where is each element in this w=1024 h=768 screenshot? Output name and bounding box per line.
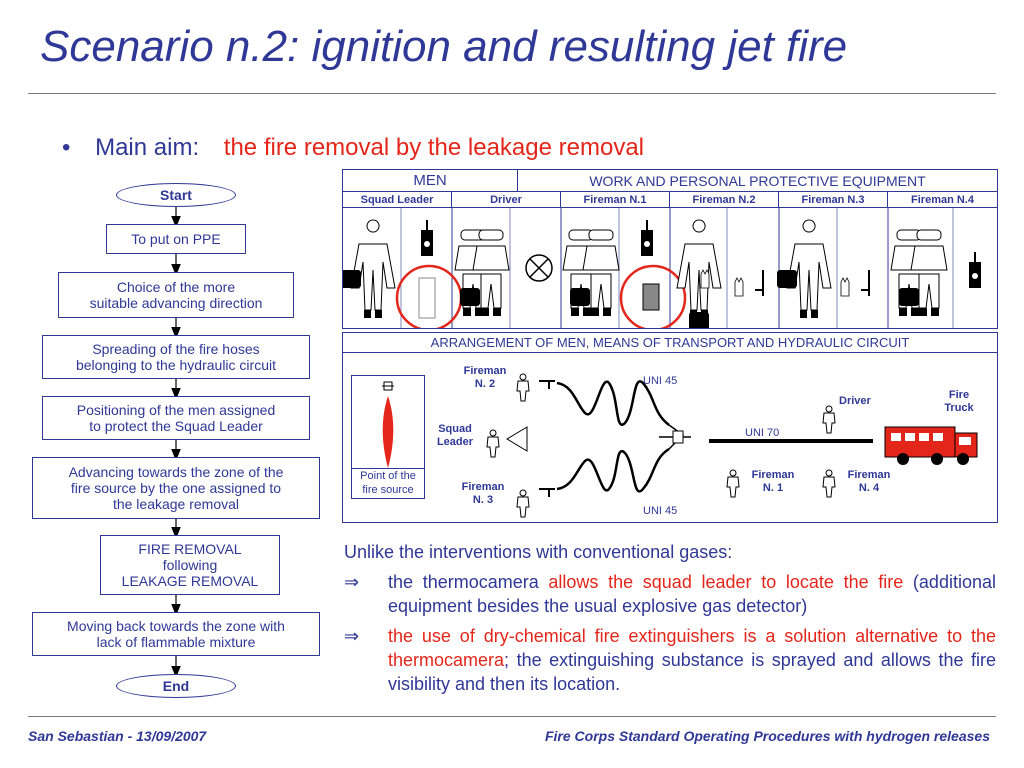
label-uni45-top: UNI 45 [643,375,678,387]
label-uni45-bottom: UNI 45 [643,505,678,517]
main-aim-text: the fire removal by the leakage removal [223,134,644,161]
arrangement-diagram: ARRANGEMENT OF MEN, MEANS OF TRANSPORT A… [342,332,998,523]
ppe-table: MEN WORK AND PERSONAL PROTECTIVE EQUIPME… [342,169,998,329]
footer-left: San Sebastian - 13/09/2007 [28,728,207,744]
implies-icon: ⇒ [344,626,360,646]
arrangement-header: ARRANGEMENT OF MEN, MEANS OF TRANSPORT A… [343,333,997,353]
notes-intro: Unlike the interventions with convention… [344,542,733,562]
note-2: ⇒ the use of dry-chemical fire extinguis… [344,626,996,694]
footer-right: Fire Corps Standard Operating Procedures… [544,728,990,744]
ppe-header-equipment: WORK AND PERSONAL PROTECTIVE EQUIPMENT [518,170,997,192]
fire-truck-icon [884,426,978,465]
footer-divider [28,716,996,717]
flowchart-arrows [171,206,181,678]
ppe-equipment-icons [343,208,981,328]
ppe-role-fireman-4: Fireman N.4 [888,192,997,208]
notes: Unlike the interventions with convention… [344,540,996,696]
bullet: • [62,134,71,161]
main-aim: • Main aim: the fire removal by the leak… [62,134,644,162]
ppe-header-men: MEN [343,170,518,192]
ppe-role-fireman-2: Fireman N.2 [670,192,779,208]
label-driver: Driver [839,395,871,407]
ppe-role-fireman-3: Fireman N.3 [779,192,888,208]
highlight-extinguisher-circle [619,264,687,328]
not-applicable-icon [525,254,553,282]
ppe-role-squad-leader: Squad Leader [343,192,452,208]
page-title: Scenario n.2: ignition and resulting jet… [40,22,848,71]
flow-end: End [116,674,236,698]
main-aim-label: Main aim: [95,134,200,161]
implies-icon: ⇒ [344,572,360,592]
title-divider [28,93,996,94]
ppe-role-driver: Driver [452,192,561,208]
ppe-role-fireman-1: Fireman N.1 [561,192,670,208]
flame-icon [382,381,394,468]
hydraulic-circuit [486,373,978,518]
label-uni70: UNI 70 [745,427,780,439]
flow-step-1: To put on PPE [106,224,246,254]
flow-start: Start [116,183,236,207]
note-1: ⇒ the thermocamera allows the squad lead… [344,572,996,616]
